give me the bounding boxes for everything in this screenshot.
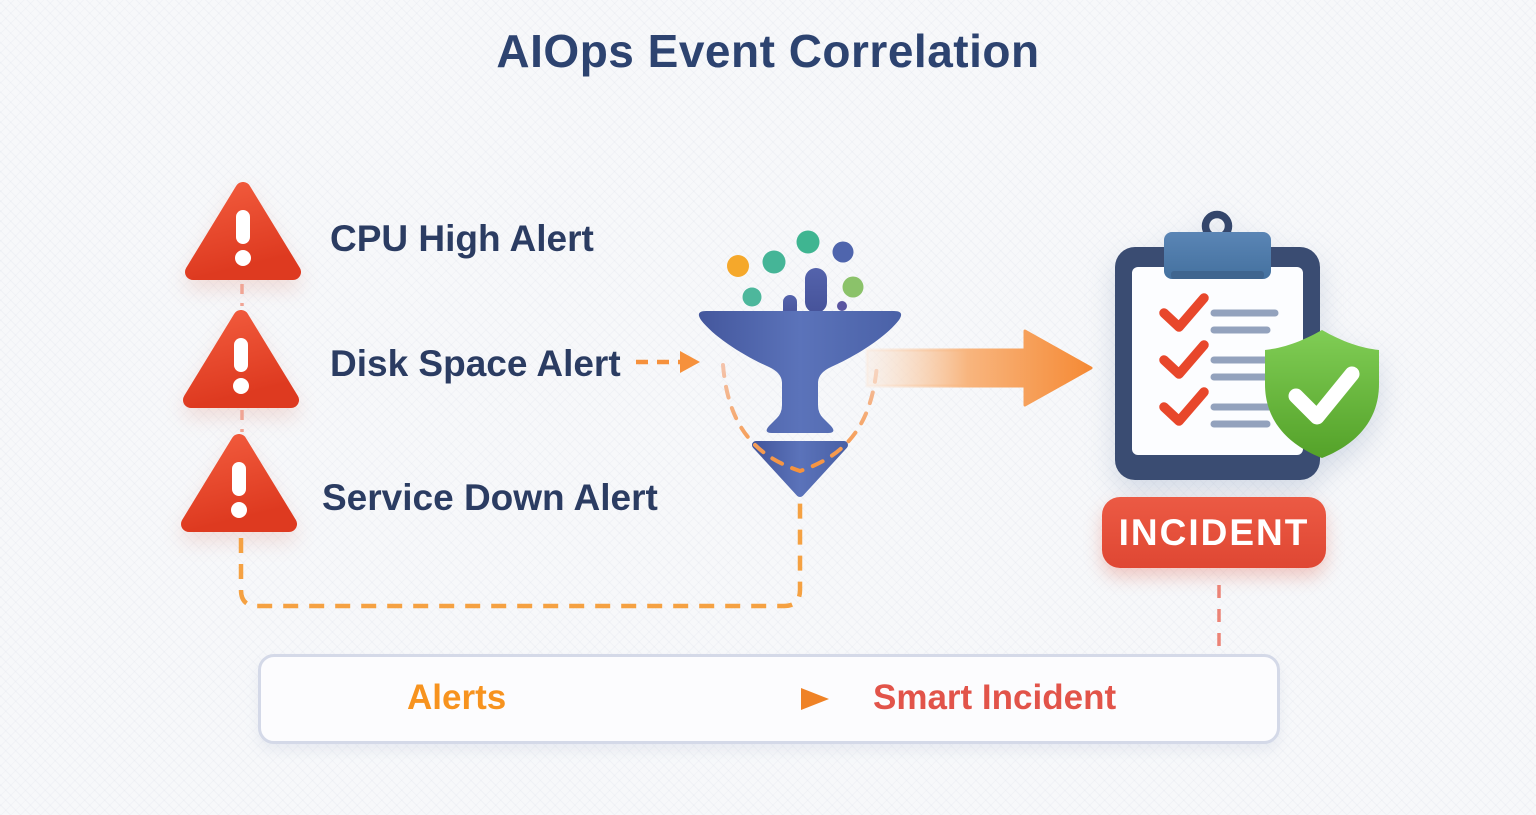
- event-dots: [727, 230, 864, 317]
- legend-bar: Alerts Smart Incident: [258, 654, 1280, 744]
- correlation-funnel-icon: [698, 230, 902, 497]
- incident-checklist-icon: [1115, 210, 1379, 480]
- warning-triangle-icon: [185, 182, 301, 280]
- alert-to-funnel-dashed-arrow: [636, 351, 700, 373]
- warning-triangle-icon: [183, 310, 299, 408]
- alerts-dashed-connector: [240, 284, 244, 432]
- incident-to-legend-dashed-line: [1217, 585, 1221, 653]
- legend-dashed-arrow: [546, 688, 829, 710]
- funnel-bowl: [698, 311, 902, 433]
- page-title: AIOps Event Correlation: [496, 25, 1040, 77]
- clipboard-clip: [1164, 232, 1271, 279]
- funnel-to-incident-arrow-icon: [865, 329, 1093, 407]
- legend-smart-incident-label: Smart Incident: [873, 678, 1117, 718]
- alert-label: CPU High Alert: [330, 218, 594, 259]
- alerts-to-funnel-dashed-path: [238, 498, 803, 609]
- shield-check-icon: [1265, 330, 1379, 458]
- funnel-dashed-arc: [721, 363, 879, 474]
- checklist-checkmarks: [1159, 293, 1209, 426]
- alert-label: Service Down Alert: [322, 477, 658, 518]
- incident-badge: INCIDENT: [1102, 497, 1326, 568]
- legend-alerts-label: Alerts: [407, 678, 507, 718]
- warning-triangle-icon: [181, 434, 297, 532]
- checklist-lines: [1210, 309, 1279, 428]
- alert-label: Disk Space Alert: [330, 343, 621, 384]
